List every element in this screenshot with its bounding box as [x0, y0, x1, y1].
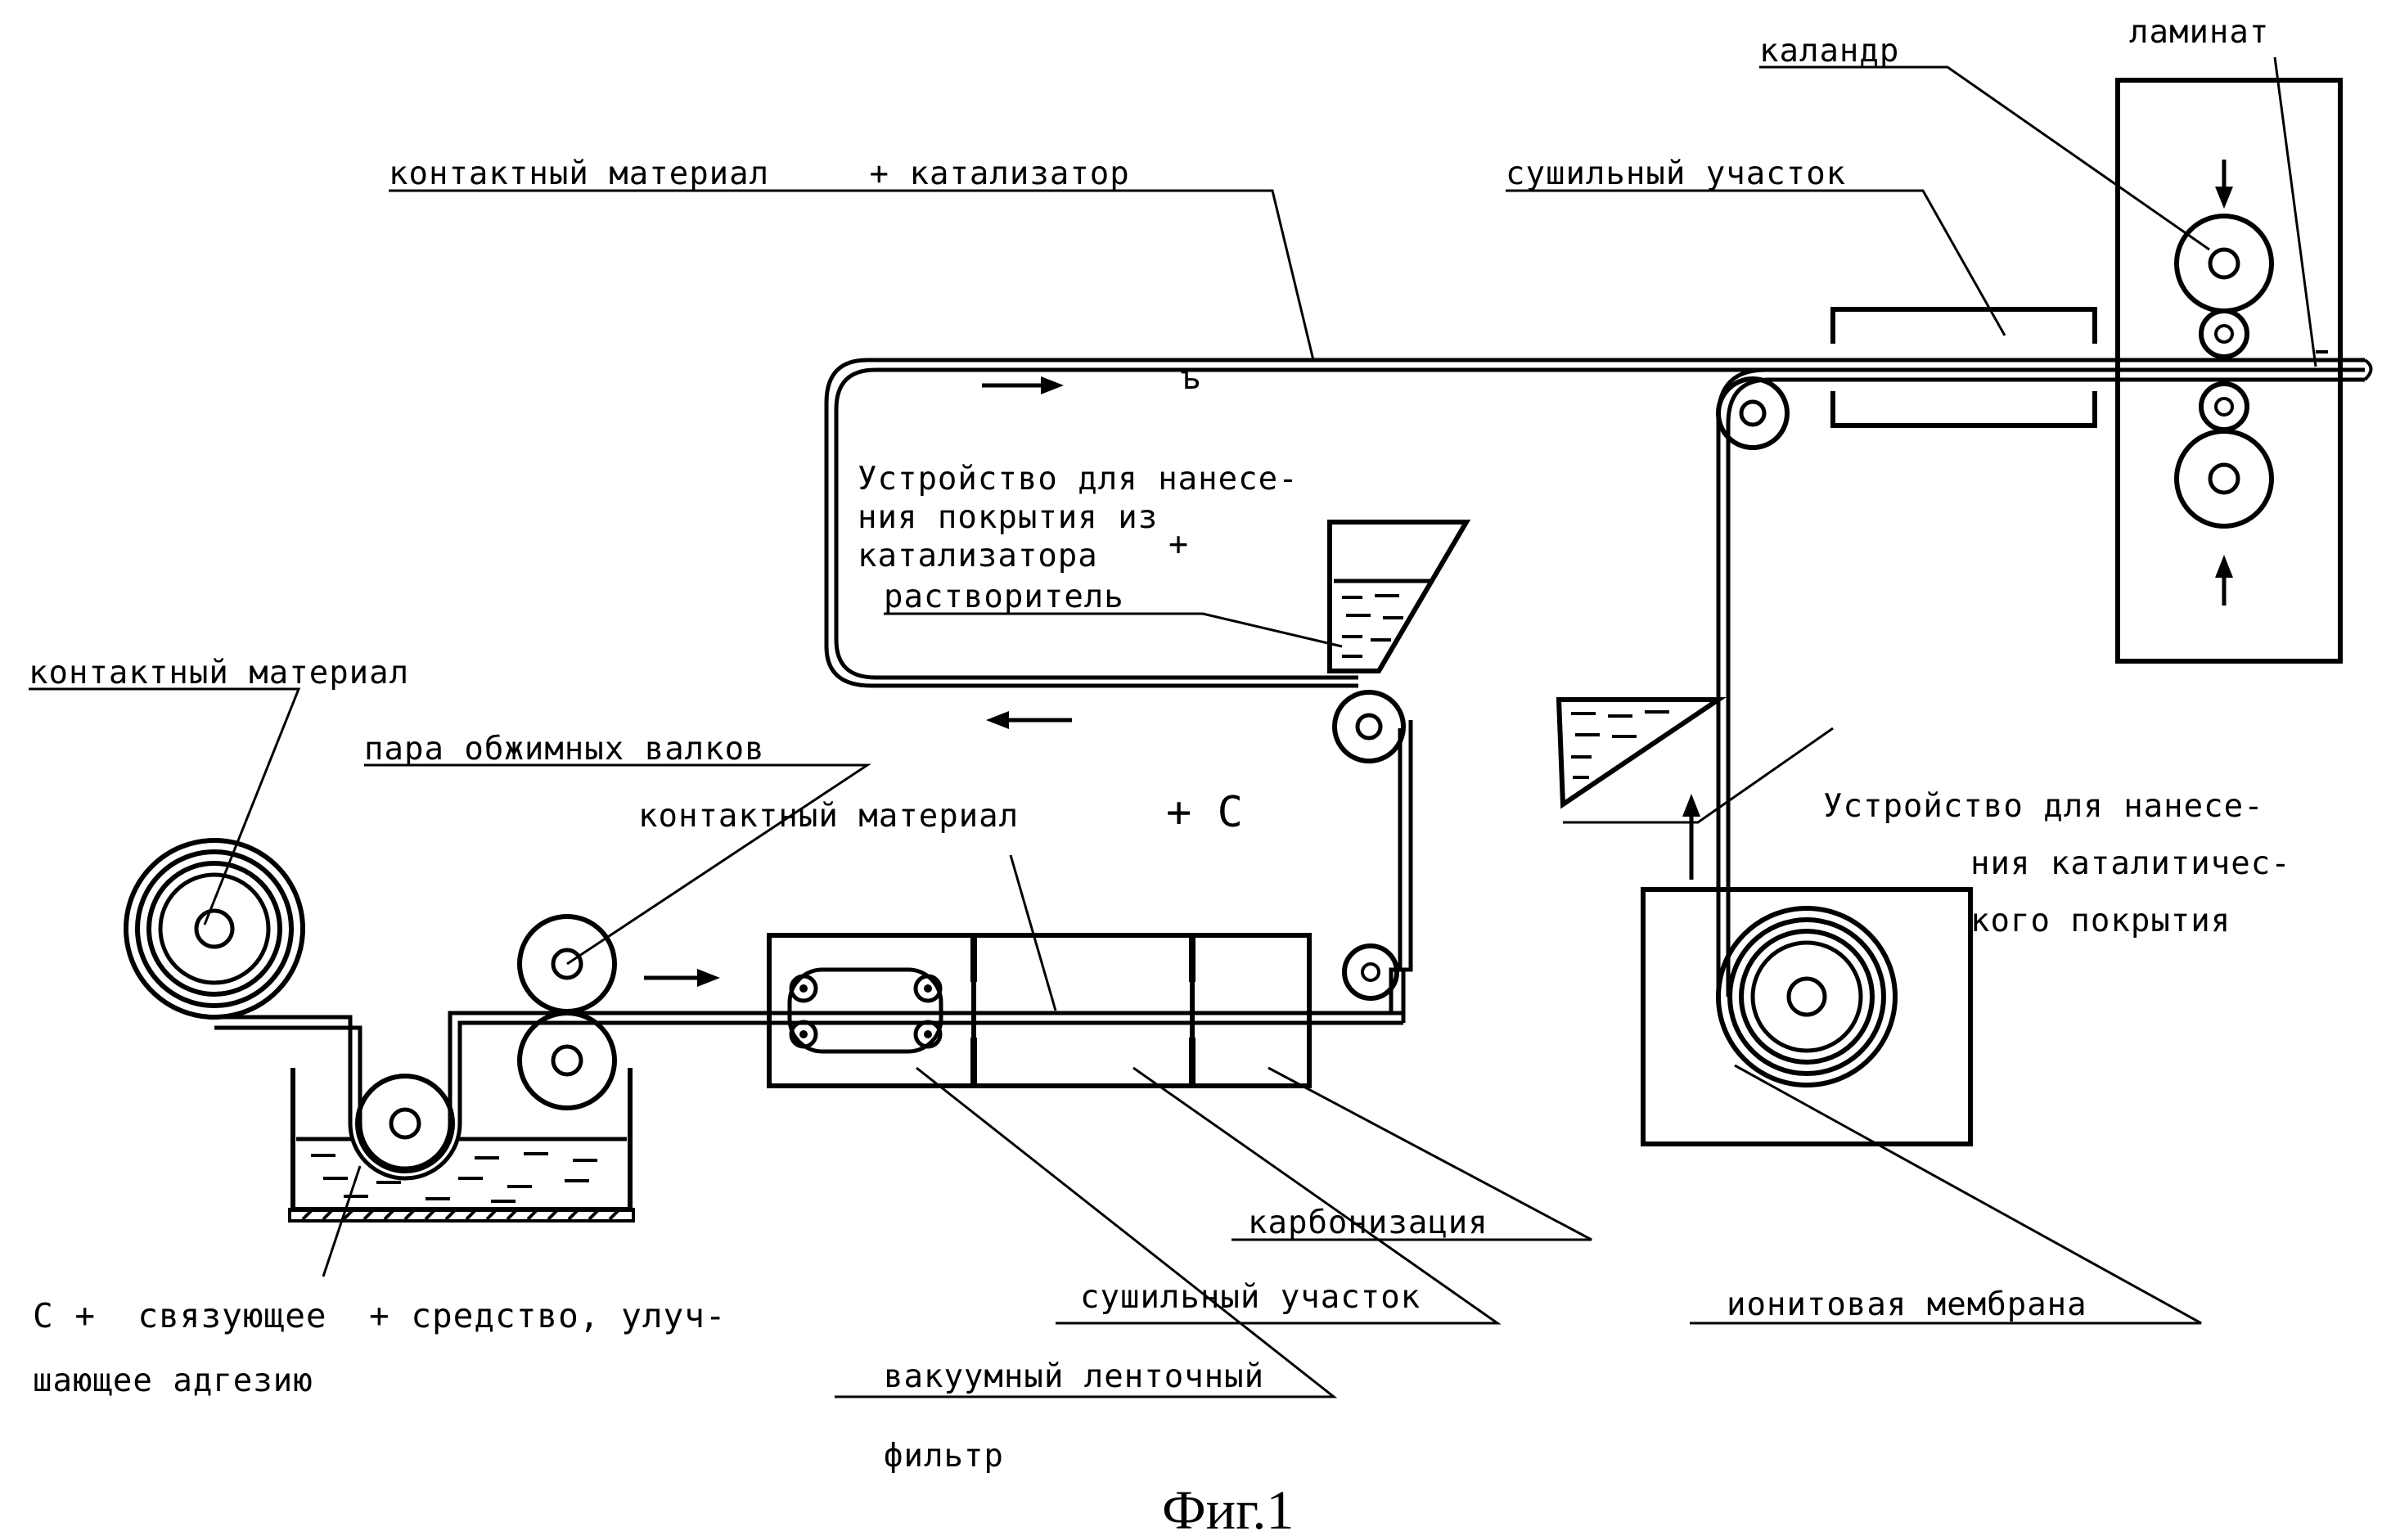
label-catalytic-device-line2: ния каталитичес-	[1970, 845, 2291, 882]
direction-arrow-up-1	[1682, 794, 1700, 880]
guide-roller-lower	[1344, 946, 1397, 998]
label-drying-section-bottom: сушильный участок	[1080, 1279, 1421, 1316]
label-plus-c: + C	[1166, 788, 1243, 837]
label-carbonization: карбонизация	[1248, 1205, 1488, 1241]
label-coating-device-line3: катализатора	[858, 538, 1098, 574]
direction-arrow-left	[986, 711, 1072, 729]
label-vacuum-filter-line1: вакуумный ленточный	[884, 1358, 1264, 1395]
label-coating-device-line1: Устройство для нанесе-	[858, 461, 1299, 498]
label-contact-material: контактный материал	[29, 655, 409, 691]
ionite-membrane-roll	[1718, 908, 1895, 1085]
label-plus-mark: +	[1168, 525, 1188, 563]
label-ionite-membrane: ионитовая мембрана	[1727, 1286, 2087, 1323]
contact-material-supply-roll	[126, 840, 303, 1017]
catalyst-coating-hopper	[1330, 522, 1466, 671]
direction-arrow-right-1	[644, 969, 720, 987]
label-drying-section-top: сушильный участок	[1506, 155, 1846, 192]
label-catalytic-device-line1: Устройство для нанесе-	[1823, 788, 2264, 825]
catalytic-coating-hopper	[1559, 700, 1718, 804]
label-calender: каландр	[1759, 33, 1899, 70]
label-pair-rollers: пара обжимных валков	[364, 731, 765, 768]
label-binder-line2: шающее адгезию	[33, 1362, 313, 1399]
label-binder-line1: C + связующее + средство, улуч-	[33, 1296, 727, 1335]
label-catalytic-device-line3: кого покрытия	[1970, 903, 2231, 939]
label-contact-material-c: контактный материал	[638, 798, 1019, 835]
label-contact-material-catalyst: контактный материал + катализатор	[389, 155, 1130, 192]
leader-lines	[29, 57, 2316, 1397]
label-coating-device-line2: ния покрытия из	[858, 499, 1158, 536]
label-arrow-char: ъ	[1181, 360, 1200, 397]
drying-section	[1833, 309, 2095, 426]
strip-path-bath	[214, 1013, 1403, 1178]
direction-arrow-right-2	[982, 376, 1064, 394]
label-laminate: ламинат	[2129, 14, 2269, 51]
guide-roller-upper	[1335, 692, 1403, 761]
label-vacuum-filter-line2: фильтр	[884, 1438, 1004, 1475]
figure-caption: Фиг.1	[1162, 1479, 1294, 1536]
label-solvent: растворитель	[884, 579, 1124, 615]
vacuum-belt-filter	[790, 970, 941, 1051]
